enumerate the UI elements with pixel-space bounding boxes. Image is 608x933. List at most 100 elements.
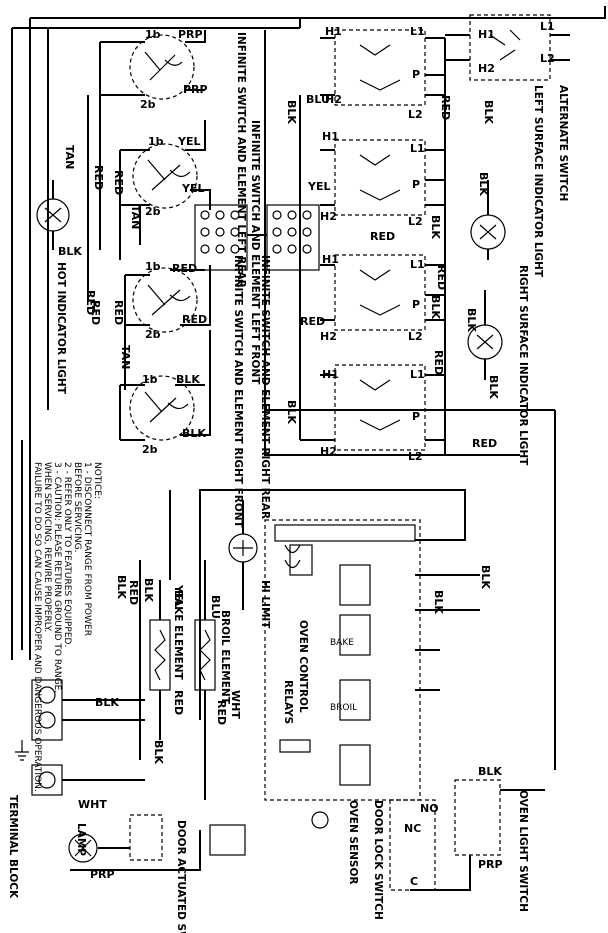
label-right-rear: INFINITE SWITCH AND ELEMENT RIGHT REAR: [259, 255, 271, 519]
label-l1-1: L1: [410, 25, 425, 38]
label-p-1: P: [412, 68, 420, 81]
notice-line-3: 2 - REFER ONLY TO FEATURES EQUIPPED.: [62, 462, 72, 647]
label-blk-v9: BLK: [115, 575, 128, 599]
label-2b-4: 2b: [142, 443, 158, 456]
label-bake-relay: BAKE: [330, 638, 354, 648]
label-right-indicator: RIGHT SURFACE INDICATOR LIGHT: [517, 265, 529, 466]
notice-line-1: 1 - DISCONNECT RANGE FROM POWER: [82, 462, 92, 636]
label-wht-tb: WHT: [78, 798, 107, 811]
label-blk-rr-2: BLK: [182, 427, 206, 440]
label-red-right: RED: [370, 230, 395, 243]
switch-right-front: [124, 265, 211, 390]
label-alt-h2: H2: [478, 62, 495, 75]
label-red-v5: RED: [127, 580, 140, 605]
label-blk-rr-1: BLK: [176, 373, 200, 386]
label-prp-top: PRP: [178, 28, 203, 41]
label-p-4: P: [412, 410, 420, 423]
label-red-4: RED: [89, 300, 102, 325]
label-red-rf-1: RED: [172, 262, 197, 275]
center-terminal-blocks: [194, 204, 320, 271]
label-red-v4: RED: [84, 290, 97, 315]
text-labels: PRP PRP 1b 2b YEL YEL 1b 2b RED RED 1b 2…: [58, 20, 555, 888]
label-no: NO: [420, 802, 439, 815]
hi-limit: [228, 500, 258, 610]
notice-title: NOTICE:: [92, 462, 102, 499]
rotated-labels: INFINITE SWITCH AND ELEMENT LEFT REAR IN…: [7, 32, 569, 933]
label-red-bottom: RED: [472, 437, 497, 450]
label-red-v1: RED: [439, 95, 452, 120]
label-yel-2: YEL: [181, 182, 205, 195]
label-relays: RELAYS: [282, 680, 294, 724]
label-blk-v3: BLK: [477, 172, 490, 196]
notice-line-6: FAILURE TO DO SO CAN CAUSE IMPROPER AND …: [32, 462, 42, 792]
label-hot-indicator: HOT INDICATOR LIGHT: [55, 262, 67, 395]
label-broil-relay: BROIL: [330, 703, 357, 713]
label-red-2: RED: [112, 170, 125, 195]
label-lamp: LAMP: [75, 823, 87, 856]
terminal-block: [15, 679, 145, 796]
label-alt-l2: L2: [540, 52, 555, 65]
label-blu-1: BLU: [306, 93, 330, 106]
label-yel-1: YEL: [177, 135, 201, 148]
label-tan-1: TAN: [63, 145, 76, 169]
label-2b-3: 2b: [145, 328, 161, 341]
label-blk-v1: BLK: [285, 100, 298, 124]
label-blu-v: BLU: [209, 595, 222, 619]
oven-control: [199, 489, 480, 801]
label-right-front: INFINITE SWITCH AND ELEMENT RIGHT FRONT: [232, 255, 244, 529]
label-alt-l1: L1: [540, 20, 555, 33]
label-blk-v5: BLK: [429, 295, 442, 319]
frame-wires: [11, 6, 606, 770]
label-red-v7: RED: [215, 700, 228, 725]
surface-relays: [299, 29, 446, 455]
label-broil-element: BROIL ELEMENT: [219, 610, 231, 705]
bake-broil-elements: [139, 490, 216, 800]
label-blk-tb: BLK: [95, 696, 119, 709]
label-c: C: [410, 875, 418, 888]
label-1b-2: 1b: [148, 135, 164, 148]
label-h1-2: H1: [322, 130, 339, 143]
label-blk-v10: BLK: [142, 578, 155, 602]
lamp-and-switches: [68, 779, 545, 891]
switch-right-rear: [119, 330, 211, 441]
indicator-lights: [36, 180, 506, 380]
notice-block: NOTICE: 1 - DISCONNECT RANGE FROM POWER …: [32, 462, 102, 792]
label-l2-2: L2: [408, 215, 423, 228]
label-1b-4: 1b: [142, 373, 158, 386]
label-p-3: P: [412, 298, 420, 311]
label-left-indicator: LEFT SURFACE INDICATOR LIGHT: [532, 85, 544, 278]
label-l2-1: L2: [408, 108, 423, 121]
label-blk-hot: BLK: [58, 245, 82, 258]
label-blk-v11: BLK: [152, 740, 165, 764]
label-2b-1: 2b: [140, 98, 156, 111]
label-h2-1: H2: [325, 93, 342, 106]
label-hi-limit: HI LIMIT: [259, 580, 271, 629]
label-oven-light-switch: OVEN LIGHT SWITCH: [517, 790, 529, 912]
label-prp-2: PRP: [183, 83, 208, 96]
label-1b-3: 1b: [145, 260, 161, 273]
label-door-lock-switch: DOOR LOCK SWITCH: [372, 800, 384, 920]
label-blk-v8: BLK: [285, 400, 298, 424]
alternate-switch: [445, 14, 570, 81]
label-l1-4: L1: [410, 368, 425, 381]
notice-line-4: 3 - CAUTION: PLEASE RETURN GROUND TO RAN…: [52, 462, 62, 693]
label-alternate-switch: ALTERNATE SWITCH: [557, 85, 569, 201]
label-l2-4: L2: [408, 450, 423, 463]
label-prp-lamp: PRP: [90, 868, 115, 881]
notice-line-5: WHEN SERVICING, REWIRE PROPERLY.: [42, 462, 52, 632]
label-l1-2: L1: [410, 142, 425, 155]
label-red-v3: RED: [432, 350, 445, 375]
label-red-rf-2: RED: [182, 313, 207, 326]
label-red-v2: RED: [435, 265, 448, 290]
label-blk-v4: BLK: [482, 100, 495, 124]
label-door-switch: DOOR ACTUATED SWITCH: [175, 820, 187, 933]
label-h1-3: H1: [322, 253, 339, 266]
label-wht-v: WHT: [229, 690, 242, 719]
label-oven-control: OVEN CONTROL: [297, 620, 309, 713]
label-yel-v: YEL: [172, 584, 185, 608]
label-p-2: P: [412, 178, 420, 191]
label-h2-2: H2: [320, 210, 337, 223]
label-h2-3: H2: [320, 330, 337, 343]
label-left-rear: INFINITE SWITCH AND ELEMENT LEFT REAR: [235, 32, 247, 288]
